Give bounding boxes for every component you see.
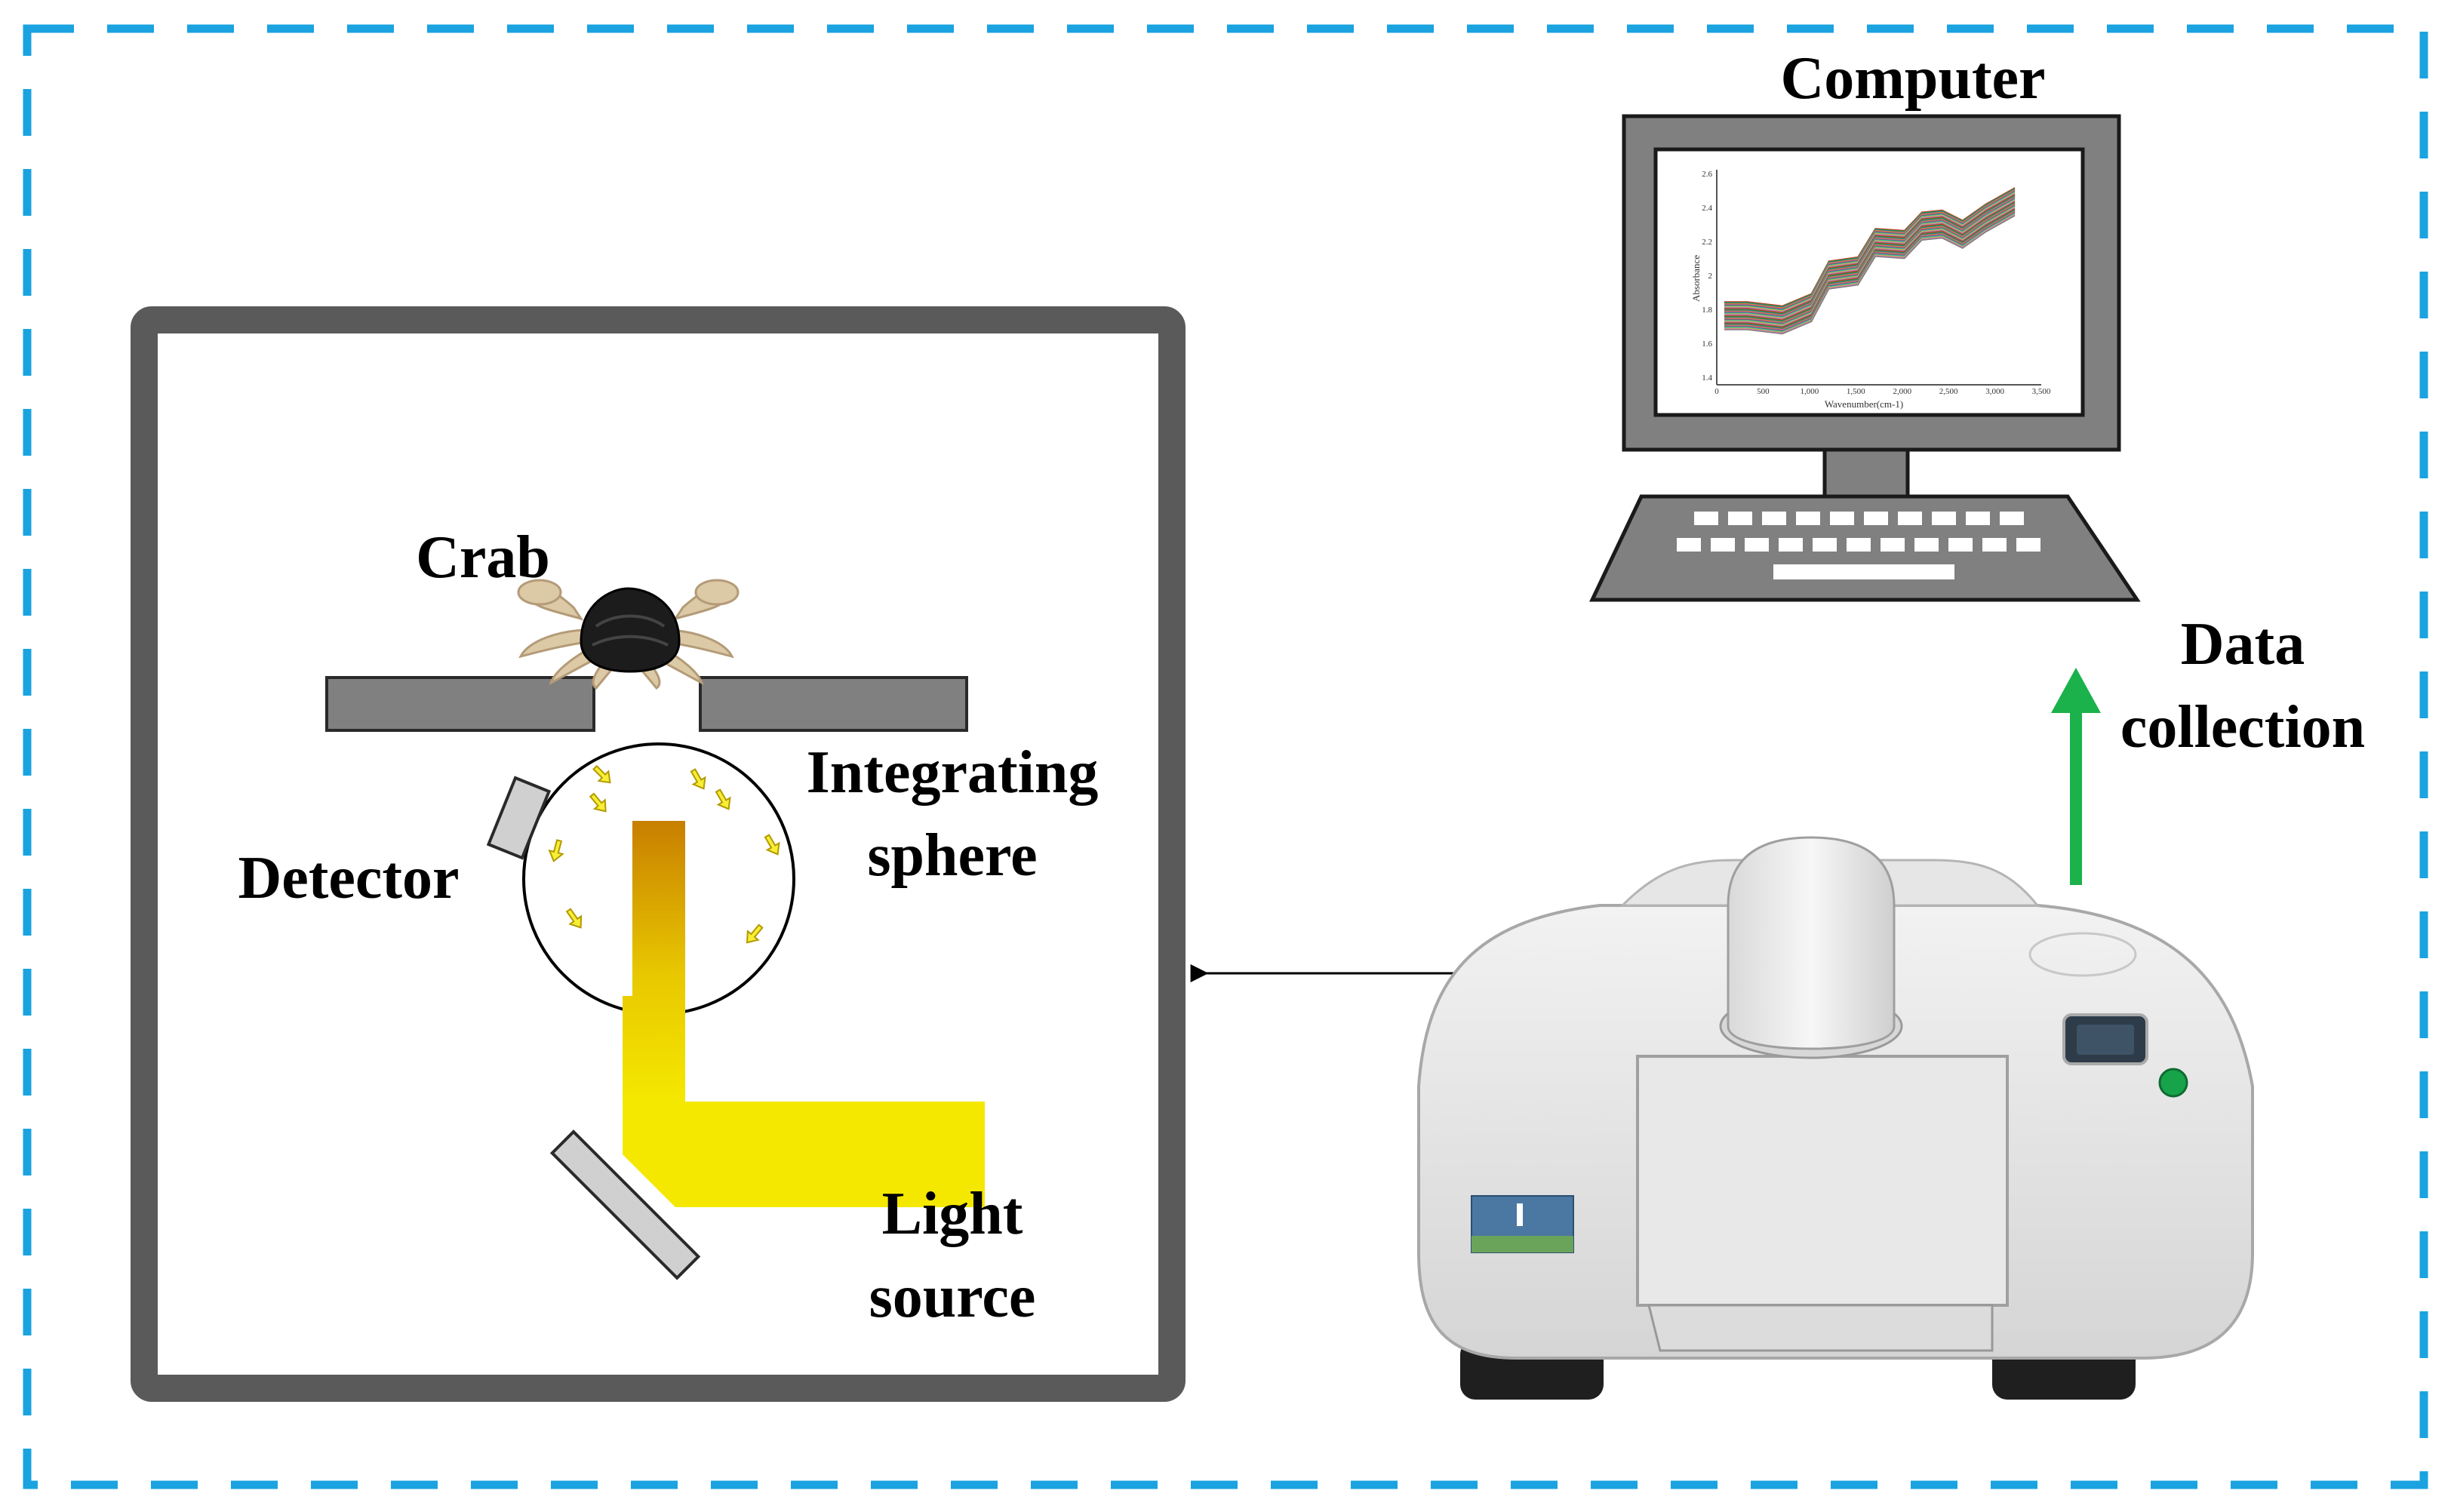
small-arrow-1	[592, 764, 611, 784]
screen-xtick: 3,000	[1985, 387, 2004, 396]
keyboard-key	[2016, 538, 2040, 552]
monitor-screen	[1653, 147, 2085, 417]
screen-xtick: 500	[1757, 387, 1770, 396]
keyboard-key	[1694, 512, 1718, 525]
screen-xtick: 1,000	[1800, 387, 1819, 396]
spectrum-line	[1724, 208, 2016, 328]
spectrum-line	[1724, 213, 2016, 333]
reflection-arrows	[548, 764, 780, 944]
light-beam-vertical	[623, 821, 685, 1102]
label-data: Data	[2181, 611, 2305, 678]
spectrum-line	[1724, 192, 2016, 312]
spectrum-line	[1724, 198, 2016, 318]
platform-right	[699, 676, 968, 732]
keyboard-key	[1779, 538, 1803, 552]
small-arrow-2	[589, 792, 607, 813]
screen-spectrum-plot: 2.6 2.4 2.2 2 1.8 1.6 1.4 0 500 1,000 1,500 2,000 2…	[1690, 170, 2051, 410]
sample-tray	[1647, 1304, 1994, 1352]
keyboard-key	[1796, 512, 1820, 525]
screen-xtick: 2,000	[1893, 387, 1911, 396]
label-integrating: Integrating	[807, 739, 1099, 806]
keyboard-keys	[1677, 512, 2040, 552]
screen-xtick: 0	[1714, 387, 1719, 396]
crab-shell	[580, 587, 681, 673]
keyboard-key	[1745, 538, 1769, 552]
spectrum-line	[1724, 204, 2016, 324]
keyboard-spacebar	[1773, 564, 1954, 579]
label-light: Light	[882, 1181, 1023, 1247]
label-source: source	[869, 1264, 1036, 1330]
screen-ytick: 1.4	[1702, 373, 1712, 383]
keyboard-key	[1966, 512, 1990, 525]
spectrum-line	[1724, 200, 2016, 320]
spectrum-line	[1724, 193, 2016, 313]
screen-ytick: 2.4	[1702, 204, 1712, 213]
keyboard-key	[1762, 512, 1786, 525]
screen-xtick: 2,500	[1939, 387, 1958, 396]
small-arrow-6	[715, 788, 731, 810]
spectrum-line	[1724, 188, 2016, 308]
small-arrow-4	[565, 908, 583, 929]
screen-ytick: 1.8	[1702, 306, 1712, 315]
outer-dashed-frame	[23, 24, 2428, 1489]
screen-xtick: 3,500	[2032, 387, 2051, 396]
spectrometer-instrument	[1417, 836, 2254, 1400]
spectrum-line	[1724, 206, 2016, 326]
keyboard-key	[1864, 512, 1888, 525]
screen-ytick: 2.2	[1702, 238, 1712, 247]
monitor-neck	[1822, 447, 1910, 499]
small-arrow-7	[764, 834, 780, 856]
instrument-front-module	[1636, 1055, 2009, 1307]
screen-ytick: 2.6	[1702, 170, 1712, 179]
small-arrow-3	[548, 839, 564, 862]
label-detector: Detector	[238, 845, 459, 911]
mirror	[549, 1129, 701, 1280]
spectrum-line	[1724, 211, 2016, 331]
spectrum-line	[1724, 210, 2016, 330]
label-collection: collection	[2120, 694, 2365, 761]
keyboard-key	[1711, 538, 1735, 552]
keyboard-key	[1830, 512, 1854, 525]
label-computer: Computer	[1780, 45, 2045, 112]
keyboard-key	[1677, 538, 1701, 552]
spectrum-line	[1724, 190, 2016, 311]
keyboard-key	[1847, 538, 1871, 552]
instrument-dome	[1727, 836, 1896, 1050]
keyboard-key	[1881, 538, 1905, 552]
small-arrow-8	[746, 923, 764, 944]
screen-ytick: 1.6	[1702, 340, 1712, 349]
spectrum-line	[1724, 214, 2016, 334]
spectra-lines	[1724, 187, 2016, 335]
light-beam-horizontal	[623, 1102, 985, 1207]
computer: Computer 2.6 2.4 2.2 2 1.8 1.6 1.4 0 500 1,000 1,…	[1589, 45, 2141, 602]
label-crab: Crab	[416, 524, 550, 591]
label-sphere: sphere	[867, 822, 1037, 889]
detector	[486, 776, 552, 860]
keyboard-key	[1898, 512, 1922, 525]
spectrum-line	[1724, 202, 2016, 322]
spectrum-line	[1724, 203, 2016, 324]
spectrum-line	[1724, 195, 2016, 315]
keyboard-key	[1728, 512, 1752, 525]
keyboard-key	[1813, 538, 1837, 552]
small-arrow-5	[690, 768, 706, 790]
data-collection-arrow	[2051, 668, 2101, 885]
keyboard-key	[1948, 538, 1973, 552]
spectrum-line	[1724, 197, 2016, 317]
screen-ytick: 2	[1708, 272, 1713, 281]
keyboard-key	[2000, 512, 2024, 525]
measurement-box: Crab Detector Integrating sphere Light s…	[131, 306, 1186, 1402]
spectrum-line	[1724, 189, 2016, 309]
keyboard-key	[1914, 538, 1939, 552]
platform-left	[325, 676, 595, 732]
screen-xlabel: Wavenumber(cm-1)	[1825, 398, 1903, 410]
keyboard-key	[1982, 538, 2007, 552]
power-button	[2158, 1068, 2188, 1098]
crab-image	[517, 579, 740, 690]
spectrum-line	[1724, 215, 2016, 335]
screen-xtick: 1,500	[1847, 387, 1865, 396]
keyboard-key	[1932, 512, 1956, 525]
screen-ylabel: Absorbance	[1690, 255, 1702, 302]
